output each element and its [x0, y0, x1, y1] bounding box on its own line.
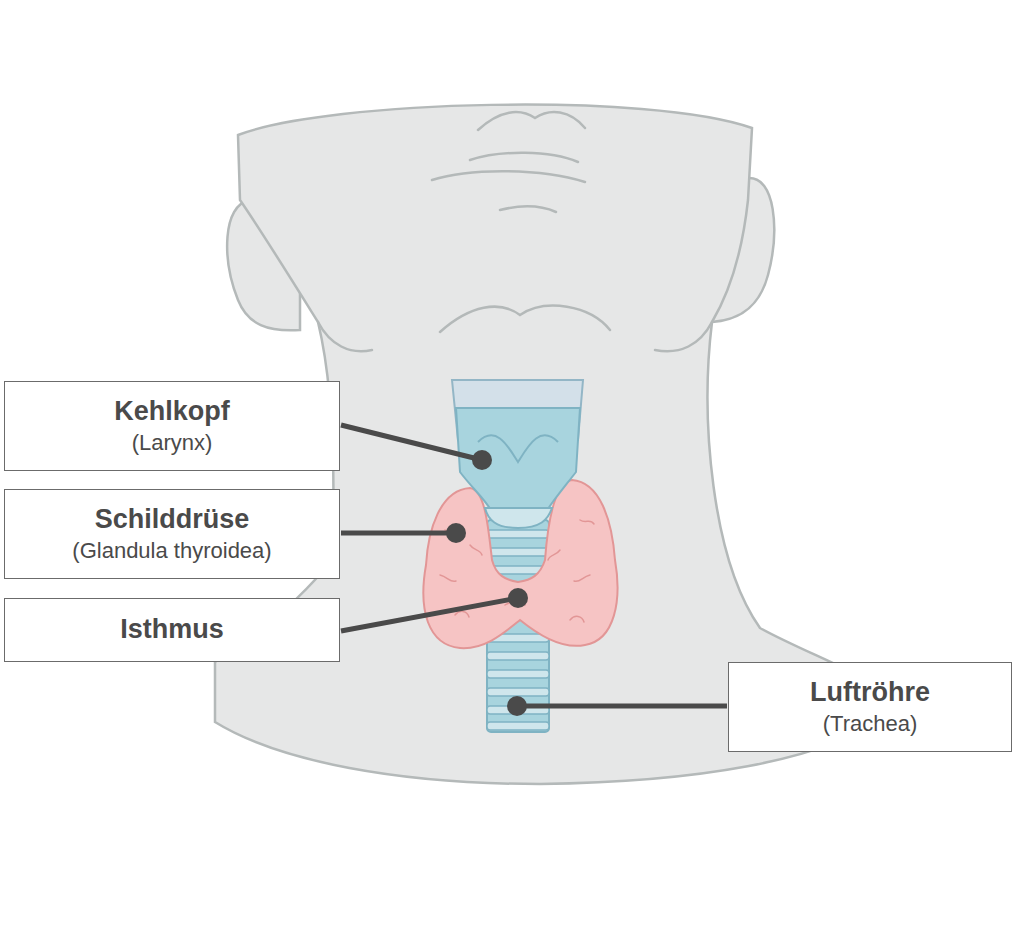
larynx [456, 408, 580, 512]
part-name: Kehlkopf [114, 395, 230, 429]
label-box: Kehlkopf(Larynx) [4, 381, 340, 471]
part-name: Schilddrüse [95, 503, 250, 537]
face-lines [318, 112, 712, 351]
part-name: Luftröhre [810, 676, 930, 710]
label-box: Luftröhre(Trachea) [728, 662, 1012, 752]
part-name: Isthmus [120, 613, 224, 647]
leader-lines [341, 425, 727, 716]
latin-name: (Larynx) [132, 429, 213, 458]
label-box: Schilddrüse(Glandula thyroidea) [4, 489, 340, 579]
label-box: Isthmus [4, 598, 340, 662]
cricoid [485, 508, 552, 528]
latin-name: (Trachea) [823, 710, 918, 739]
latin-name: (Glandula thyroidea) [72, 537, 271, 566]
